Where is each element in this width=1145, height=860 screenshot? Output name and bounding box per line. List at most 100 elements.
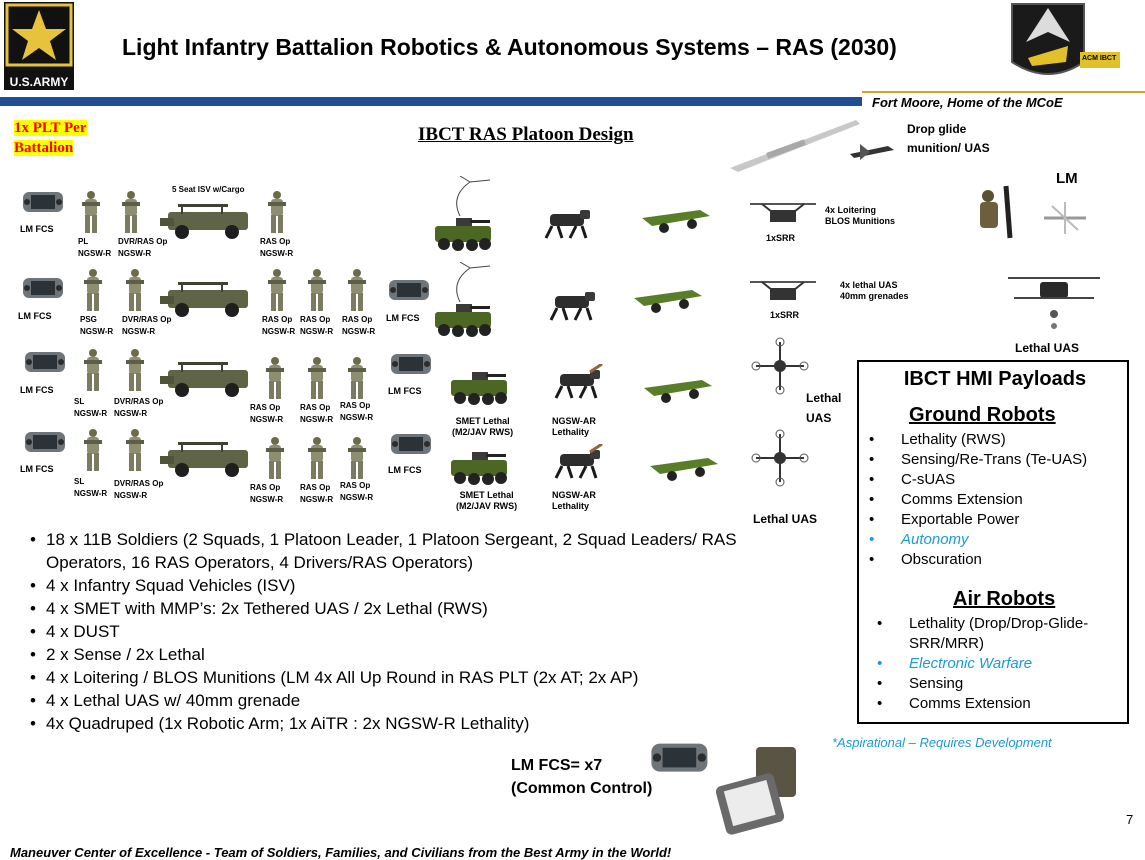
list-item: 4x Quadruped (1x Robotic Arm; 1x AiTR : … <box>30 712 750 735</box>
isv-vehicle-icon <box>160 361 249 398</box>
soldier-icon <box>266 437 284 479</box>
ground-list: •Lethality (RWS) •Sensing/Re-Trans (Te-U… <box>869 430 1129 570</box>
soldier-icon <box>308 357 326 399</box>
soldier-icon <box>268 191 286 233</box>
list-item: •Sensing <box>877 675 964 692</box>
mortar-team-icon <box>980 185 1013 239</box>
aspirational-note: *Aspirational – Requires Development <box>832 735 1052 750</box>
army-logo-text: U.S.ARMY <box>9 75 69 89</box>
soldier-icon <box>126 349 144 391</box>
row3-smet-label: SMET Lethal(M2/JAV RWS) <box>452 416 514 437</box>
smet-lethal-icon <box>451 452 507 485</box>
fixed-wing-uas-icon <box>730 120 860 172</box>
list-item-ew: •Electronic Warfare <box>877 655 1033 672</box>
lethal-uas-bottom-label: Lethal UAS <box>753 512 818 526</box>
row3-fcs-label: LM FCS <box>20 385 54 395</box>
soldier-icon <box>126 269 144 311</box>
star-icon <box>5 3 73 67</box>
smet-lethal-icon <box>451 372 507 405</box>
srr-drone-icon <box>750 203 816 222</box>
page-title: Light Infantry Battalion Robotics & Auto… <box>122 34 897 60</box>
soldier-icon <box>84 349 102 391</box>
ground-robots-title: Ground Robots <box>909 404 1056 426</box>
list-item: 4 x DUST <box>30 620 750 643</box>
soldier-icon <box>348 357 366 399</box>
isv-label: 5 Seat ISV w/Cargo <box>172 185 245 194</box>
unit-badge: ACM IBCT <box>1008 2 1128 90</box>
hmi-payloads-box: IBCT HMI Payloads Ground Robots •Lethali… <box>857 360 1129 724</box>
list-item: 4 x Loitering / BLOS Munitions (LM 4x Al… <box>30 666 750 689</box>
list-item: 18 x 11B Soldiers (2 Squads, 1 Platoon L… <box>30 528 750 574</box>
controller-icon <box>25 432 65 452</box>
list-item: 2 x Sense / 2x Lethal <box>30 643 750 666</box>
row4-smet-label: SMET Lethal(M2/JAV RWS) <box>456 490 518 511</box>
srr-label-1: 1xSRR <box>766 233 796 243</box>
air-list: •Lethality (Drop/Drop-Glide-SRR/MRR) •El… <box>877 614 1127 714</box>
soldier-icon <box>348 269 366 311</box>
row4-fcs2-label: LM FCS <box>388 465 422 475</box>
quadruped-arm-robot-icon <box>554 444 603 480</box>
badge-text: ACM IBCT <box>1082 55 1117 62</box>
soldier-icon <box>308 269 326 311</box>
footer-text: Maneuver Center of Excellence - Team of … <box>10 845 672 860</box>
dust-cart-icon <box>650 458 718 481</box>
hexacopter-icon <box>751 337 809 395</box>
soldier-icon <box>82 191 100 233</box>
list-item: 4 x Lethal UAS w/ 40mm grenade <box>30 689 750 712</box>
controller-icon <box>389 280 429 300</box>
controller-icon <box>391 354 431 374</box>
soldier-icon <box>122 191 140 233</box>
row2-fcs2-label: LM FCS <box>386 313 420 323</box>
controller-icon <box>23 278 63 298</box>
isv-vehicle-icon <box>160 203 249 240</box>
list-item: •Exportable Power <box>869 511 1020 528</box>
soldier-icon <box>266 357 284 399</box>
list-item: •Comms Extension <box>869 491 1023 508</box>
header-accent <box>862 91 1145 93</box>
lethal-uas-quad-icon <box>1008 277 1100 329</box>
soldier-icon <box>84 429 102 471</box>
list-item: 4 x Infantry Squad Vehicles (ISV) <box>30 574 750 597</box>
list-item: •Lethality (Drop/Drop-Glide-SRR/MRR) <box>877 615 1089 652</box>
lm-fcs-note: LM FCS= x7(Common Control) <box>511 757 653 797</box>
loitering-munition-icon <box>1044 202 1086 234</box>
row1-fcs-label: LM FCS <box>20 224 54 234</box>
list-item-autonomy: •Autonomy <box>869 531 969 548</box>
list-item: •Lethality (RWS) <box>869 431 1006 448</box>
hexacopter-icon <box>751 429 809 487</box>
soldier-icon <box>268 269 286 311</box>
page-number: 7 <box>1126 812 1134 827</box>
air-robots-title: Air Robots <box>953 588 1056 610</box>
list-item: •C-sUAS <box>869 471 956 488</box>
tethered-uas-robot-icon <box>435 262 491 337</box>
row2-fcs-label: LM FCS <box>18 311 52 321</box>
controller-icon <box>25 352 65 372</box>
summary-list: 18 x 11B Soldiers (2 Squads, 1 Platoon L… <box>30 528 750 735</box>
dust-cart-icon <box>634 290 702 313</box>
tablet-controller-icon <box>716 747 796 835</box>
plt-note: 1x PLT Per Battalion <box>14 118 87 158</box>
plt-note-line1: 1x PLT Per <box>14 120 87 136</box>
controller-icon <box>391 434 431 454</box>
soldier-icon <box>348 437 366 479</box>
soldier-icon <box>308 437 326 479</box>
dust-cart-icon <box>644 380 712 403</box>
soldier-icon <box>126 429 144 471</box>
soldier-icon <box>84 269 102 311</box>
